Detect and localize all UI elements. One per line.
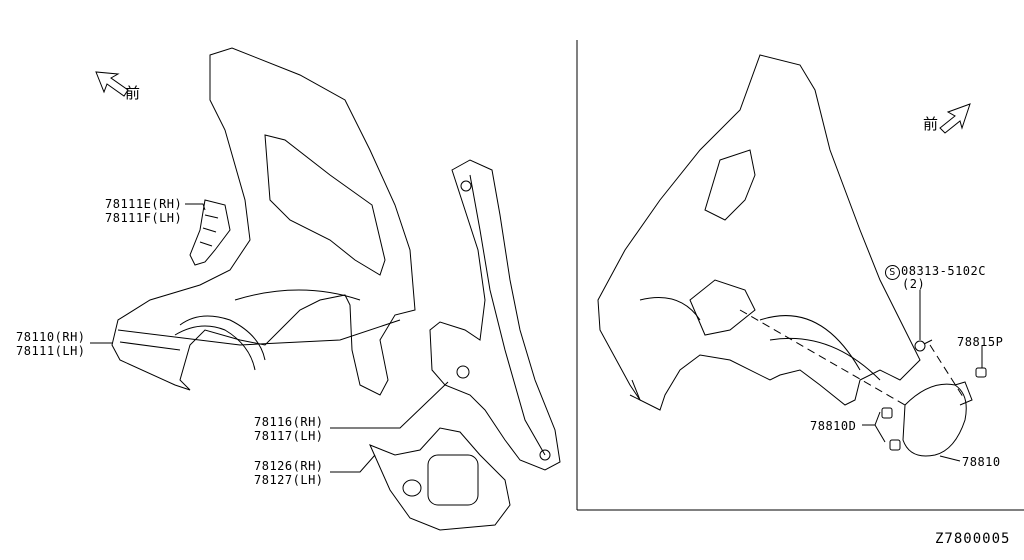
part-number: 78110 [16, 330, 55, 344]
side: (LH) [54, 344, 86, 358]
side: (RH) [151, 197, 183, 211]
side: (LH) [292, 429, 324, 443]
front-label-right: 前 [923, 115, 939, 133]
callout-78116[interactable]: 78116(RH) [254, 415, 324, 429]
front-arrow-left-icon [95, 71, 129, 97]
screw-icon [914, 339, 933, 352]
bumper-78810d [881, 407, 901, 451]
clip-78815p [975, 367, 987, 378]
fuel-lid-78810 [902, 381, 973, 457]
inner-panel-right [597, 54, 921, 411]
bracket-78111e [189, 199, 231, 266]
callout-78810[interactable]: 78810 [962, 455, 1001, 469]
callout-78111f[interactable]: 78111F(LH) [105, 211, 182, 225]
lower-panel-78126 [369, 427, 511, 531]
callout-78810d[interactable]: 78810D [810, 419, 857, 433]
outer-panel-left [111, 47, 416, 396]
part-number: 78111 [16, 344, 55, 358]
part-number: 78116 [254, 415, 293, 429]
callout-78111[interactable]: 78111(LH) [16, 344, 86, 358]
inner-pillar-78116 [429, 159, 561, 471]
callout-78815p[interactable]: 78815P [957, 335, 1004, 349]
screw-symbol-icon: S [885, 265, 900, 280]
part-number: 78126 [254, 459, 293, 473]
side: (RH) [54, 330, 86, 344]
side: (RH) [292, 459, 324, 473]
callout-78111e[interactable]: 78111E(RH) [105, 197, 182, 211]
front-label-left: 前 [125, 84, 141, 102]
callout-78127[interactable]: 78127(LH) [254, 473, 324, 487]
callout-78110[interactable]: 78110(RH) [16, 330, 86, 344]
reference-code: Z7800005 [935, 531, 1011, 547]
part-number: 78127 [254, 473, 293, 487]
callout-78117[interactable]: 78117(LH) [254, 429, 324, 443]
part-number: 08313-5102C [901, 264, 986, 278]
side: (LH) [151, 211, 183, 225]
part-number: 78111E [105, 197, 152, 211]
dashed-assembly-line [739, 309, 906, 406]
part-number: 78111F [105, 211, 152, 225]
side: (LH) [292, 473, 324, 487]
screw-quantity: (2) [902, 277, 926, 291]
side: (RH) [292, 415, 324, 429]
front-arrow-right-icon [939, 103, 971, 134]
callout-78126[interactable]: 78126(RH) [254, 459, 324, 473]
part-number: 78117 [254, 429, 293, 443]
